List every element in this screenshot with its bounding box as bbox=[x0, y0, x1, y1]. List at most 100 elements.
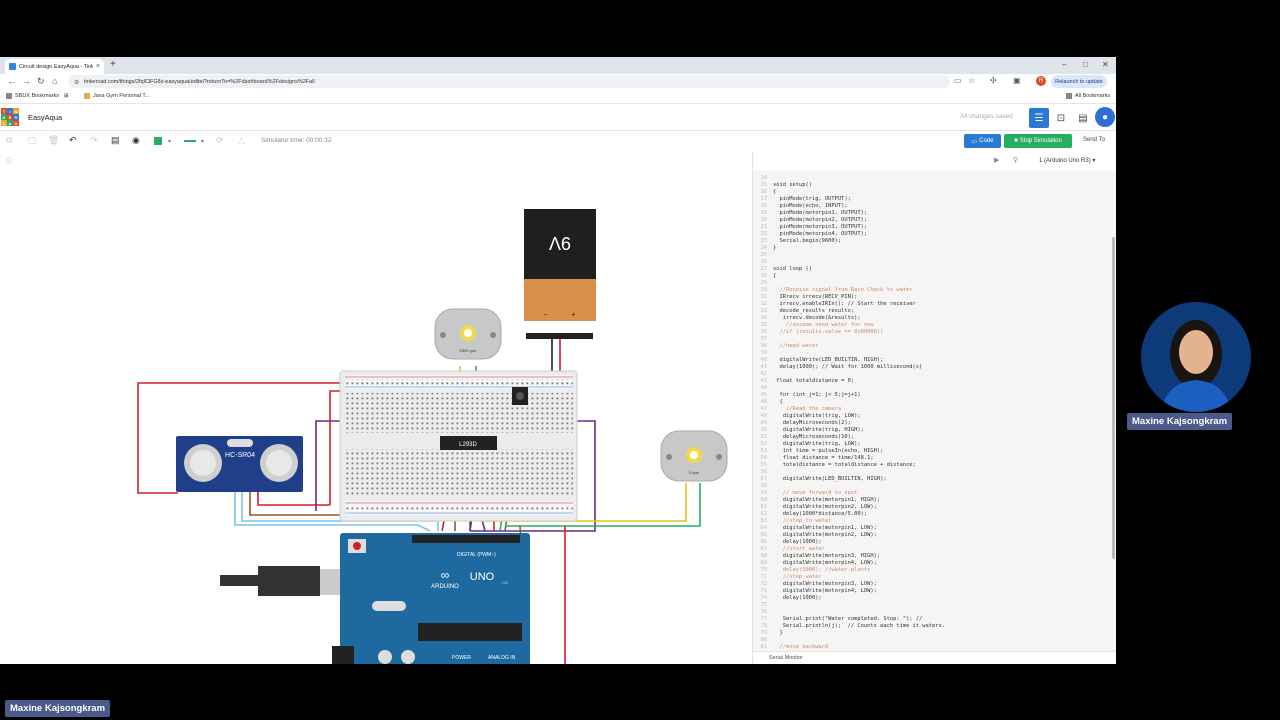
code-line[interactable]: 63 //stop to water bbox=[753, 518, 1108, 525]
board-select[interactable]: 1 (Arduino Uno R3) ▾ bbox=[1039, 158, 1096, 164]
code-line[interactable]: 64 digitalWrite(motorpin1, LOW); bbox=[753, 525, 1108, 532]
debug-icon[interactable]: ⚲ bbox=[1013, 157, 1019, 164]
url-field[interactable]: ⚙ tinkercad.com/things/2fqlClFG8z-easyaq… bbox=[68, 75, 950, 88]
copy-icon[interactable]: ⧉ bbox=[6, 135, 13, 145]
code-line[interactable]: 79 } bbox=[753, 630, 1108, 637]
code-scrollbar[interactable] bbox=[1112, 237, 1115, 559]
annotation-icon[interactable]: ◉ bbox=[132, 135, 140, 145]
notes-icon[interactable]: ▤ bbox=[111, 135, 120, 145]
code-line[interactable]: 28{ bbox=[753, 273, 1108, 280]
code-line[interactable]: 17 pinMode(trig, OUTPUT); bbox=[753, 196, 1108, 203]
schematic-view-icon[interactable]: ⊡ bbox=[1056, 112, 1066, 124]
code-line[interactable]: 61 digitalWrite(motorpin2, LOW); bbox=[753, 504, 1108, 511]
code-button[interactable]: ▭Code bbox=[964, 134, 1001, 148]
circuit-view-icon[interactable]: ☰ bbox=[1029, 108, 1049, 128]
code-line[interactable]: 43 float totaldistance = 0; bbox=[753, 378, 1108, 385]
ultrasonic-sensor[interactable]: HC-SR04 bbox=[176, 436, 303, 492]
code-line[interactable]: 33 decode_results results; bbox=[753, 308, 1108, 315]
code-line[interactable]: 29 bbox=[753, 280, 1108, 287]
code-line[interactable]: 23 Serial.begin(9600); bbox=[753, 238, 1108, 245]
code-line[interactable]: 45 for (int j=1; j< 5;j=j+1) bbox=[753, 392, 1108, 399]
upload-icon[interactable]: ▶ bbox=[994, 157, 1000, 164]
side-panel-icon[interactable]: ▣ bbox=[1013, 76, 1021, 85]
l293d-chip[interactable]: L293D bbox=[440, 436, 497, 450]
bookmark-star-icon[interactable]: ☆ bbox=[968, 76, 976, 85]
code-line[interactable]: 60 digitalWrite(motorpin1, HIGH); bbox=[753, 497, 1108, 504]
code-line[interactable]: 40 digitalWrite(LED_BUILTIN, HIGH); bbox=[753, 357, 1108, 364]
home-icon[interactable]: ⌂ bbox=[52, 76, 58, 86]
relaunch-button[interactable]: Relaunch to update bbox=[1051, 75, 1107, 88]
serial-monitor-bar[interactable]: Serial Monitor bbox=[753, 651, 1116, 664]
user-avatar-icon[interactable]: ● bbox=[1095, 107, 1115, 127]
bookmark-java-gym[interactable]: Java Gym Personal T... bbox=[84, 93, 150, 99]
code-line[interactable]: 38 //need water bbox=[753, 343, 1108, 350]
send-to-button[interactable]: Send To bbox=[1083, 137, 1105, 143]
code-line[interactable]: 47 //Read the camera bbox=[753, 406, 1108, 413]
install-icon[interactable]: ▭ bbox=[954, 76, 962, 85]
code-line[interactable]: 36 //if (results.value == 0x00000)) bbox=[753, 329, 1108, 336]
code-line[interactable]: 73 digitalWrite(motorpin4, LOW); bbox=[753, 588, 1108, 595]
code-line[interactable]: 41 delay(1000); // Wait for 1000 millise… bbox=[753, 364, 1108, 371]
code-line[interactable]: 62 delay(1000*distance/5.00); bbox=[753, 511, 1108, 518]
code-line[interactable]: 80 bbox=[753, 637, 1108, 644]
wire-dropdown-icon[interactable]: ▾ bbox=[201, 139, 205, 145]
code-line[interactable]: 51 delayMicroseconds(10); bbox=[753, 434, 1108, 441]
new-tab-icon[interactable]: + bbox=[110, 59, 116, 70]
code-line[interactable]: 34 irrecv.decode(&results); bbox=[753, 315, 1108, 322]
code-line[interactable]: 37 bbox=[753, 336, 1108, 343]
apps-grid-icon[interactable]: ⊞ bbox=[64, 93, 69, 99]
color-swatch-icon[interactable] bbox=[154, 137, 162, 145]
dc-motor-2[interactable]: 0 rpm bbox=[660, 430, 728, 482]
reload-icon[interactable]: ↻ bbox=[37, 76, 45, 86]
site-info-icon[interactable]: ⚙ bbox=[74, 80, 80, 86]
code-line[interactable]: 31 IRrecv irrecv(RECV_PIN); bbox=[753, 294, 1108, 301]
code-line[interactable]: 21 pinMode(motorpin3, OUTPUT); bbox=[753, 224, 1108, 231]
breadboard[interactable] bbox=[339, 370, 578, 522]
zoom-fit-icon[interactable]: ⊙ bbox=[5, 155, 13, 165]
bookmark-sbux[interactable]: SBUX Bookmarks bbox=[6, 93, 59, 99]
color-dropdown-icon[interactable]: ▾ bbox=[168, 139, 172, 145]
code-line[interactable]: 58 bbox=[753, 483, 1108, 490]
code-line[interactable]: 54 float distance = time/148.1; bbox=[753, 455, 1108, 462]
code-line[interactable]: 75 bbox=[753, 602, 1108, 609]
code-line[interactable]: 48 digitalWrite(trig, LOW); bbox=[753, 413, 1108, 420]
code-line[interactable]: 81 //move backward bbox=[753, 644, 1108, 651]
code-line[interactable]: 74 delay(1000); bbox=[753, 595, 1108, 602]
dc-motor-1[interactable]: 5393 rpm bbox=[434, 308, 502, 360]
back-icon[interactable]: ← bbox=[7, 76, 16, 86]
code-line[interactable]: 56 bbox=[753, 469, 1108, 476]
browser-tab[interactable]: Circuit design EasyAqua - Tink × bbox=[5, 59, 104, 74]
close-tab-icon[interactable]: × bbox=[95, 63, 100, 70]
extensions-icon[interactable]: ✣ bbox=[990, 76, 997, 85]
code-line[interactable]: 20 pinMode(motorpin2, OUTPUT); bbox=[753, 217, 1108, 224]
code-line[interactable]: 18 pinMode(echo, INPUT); bbox=[753, 203, 1108, 210]
code-line[interactable]: 26 bbox=[753, 259, 1108, 266]
code-line[interactable]: 76 bbox=[753, 609, 1108, 616]
flip-icon[interactable]: △ bbox=[238, 135, 245, 145]
redo-icon[interactable]: ↷ bbox=[90, 135, 98, 145]
code-line[interactable]: 72 digitalWrite(motorpin3, LOW); bbox=[753, 581, 1108, 588]
arduino-uno[interactable]: DIGITAL (PWM~) ∞ ARDUINO UNO ON POWER AN… bbox=[332, 533, 530, 664]
code-line[interactable]: 59 // move forward to spot bbox=[753, 490, 1108, 497]
all-bookmarks[interactable]: All Bookmarks bbox=[1066, 93, 1110, 99]
close-window-icon[interactable]: ✕ bbox=[1102, 60, 1109, 69]
circuit-canvas[interactable]: ⊙ bbox=[0, 151, 752, 664]
code-line[interactable]: 53 int time = pulseIn(echo, HIGH); bbox=[753, 448, 1108, 455]
paste-icon[interactable]: ▢ bbox=[28, 135, 37, 145]
code-line[interactable]: 30 //Receive signal from Rain Check to w… bbox=[753, 287, 1108, 294]
code-line[interactable]: 57 digitalWrite(LED_BUILTIN, HIGH); bbox=[753, 476, 1108, 483]
code-line[interactable]: 70 delay(5000); //water plants bbox=[753, 567, 1108, 574]
code-line[interactable]: 50 digitalWrite(trig, HIGH); bbox=[753, 427, 1108, 434]
code-line[interactable]: 49 delayMicroseconds(2); bbox=[753, 420, 1108, 427]
code-line[interactable]: 35 //assume need water for now bbox=[753, 322, 1108, 329]
code-line[interactable]: 16{ bbox=[753, 189, 1108, 196]
code-line[interactable]: 78 Serial.println(j); // Counts each tim… bbox=[753, 623, 1108, 630]
code-line[interactable]: 14 bbox=[753, 175, 1108, 182]
code-line[interactable]: 65 digitalWrite(motorpin2, LOW); bbox=[753, 532, 1108, 539]
code-line[interactable]: 19 pinMode(motorpin1, OUTPUT); bbox=[753, 210, 1108, 217]
code-line[interactable]: 25 bbox=[753, 252, 1108, 259]
code-line[interactable]: 67 //start water bbox=[753, 546, 1108, 553]
code-line[interactable]: 66 delay(1000); bbox=[753, 539, 1108, 546]
minimize-icon[interactable]: – bbox=[1062, 60, 1067, 69]
